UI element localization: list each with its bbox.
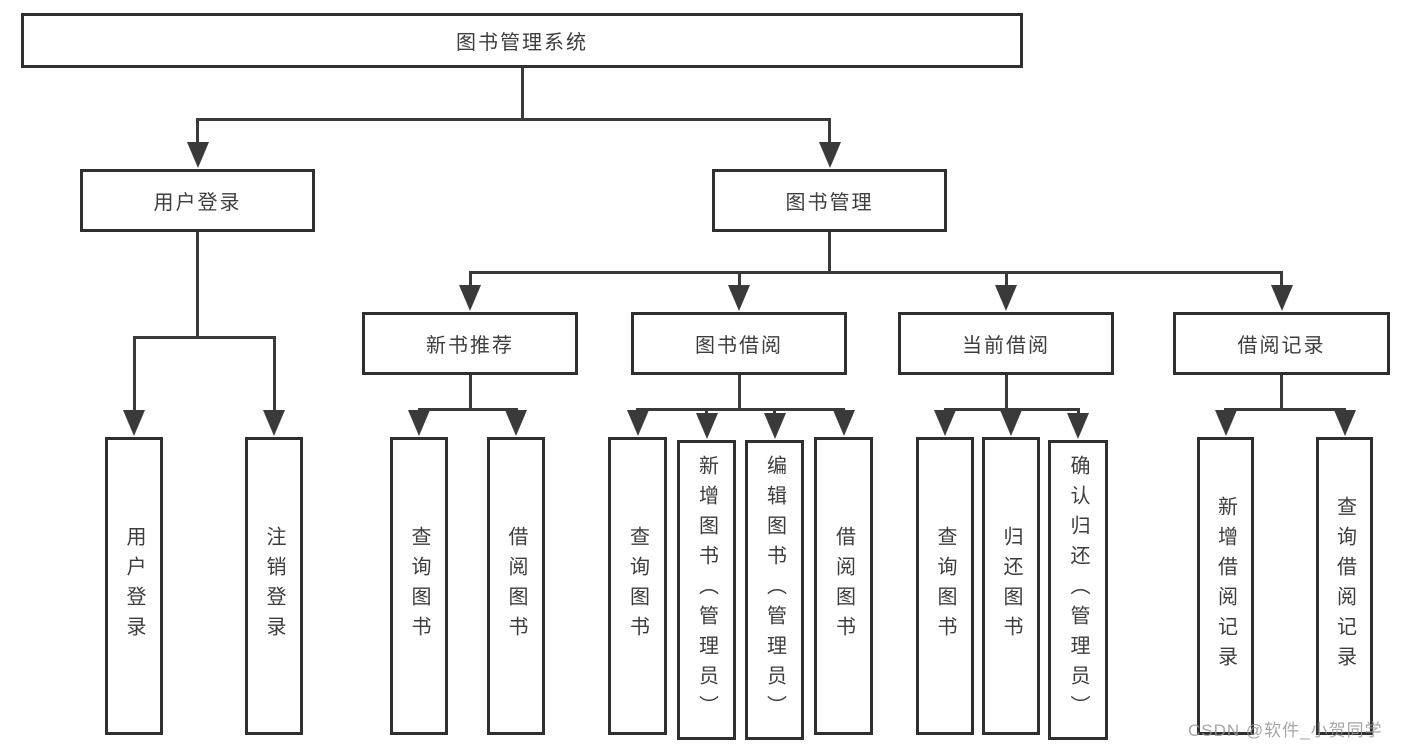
arrowhead-icon	[1000, 410, 1022, 436]
connector-line	[132, 336, 276, 339]
connector-line	[636, 408, 845, 411]
arrowhead-icon	[626, 410, 649, 436]
node-label: 查询图书	[934, 526, 956, 646]
arrowhead-icon	[459, 285, 481, 311]
arrowhead-icon	[1270, 285, 1293, 311]
node-borrow-records: 借阅记录	[1173, 312, 1390, 375]
arrowhead-icon	[1333, 410, 1356, 436]
arrowhead-icon	[408, 410, 430, 436]
node-label: 图书借阅	[695, 335, 783, 357]
node-current-borrow: 当前借阅	[898, 312, 1114, 375]
node-label: 查询图书	[626, 526, 649, 646]
arrowhead-icon	[1067, 413, 1089, 439]
node-user-login: 用户登录	[80, 169, 315, 232]
node-cb-confirm: 确认归还（管理员）	[1048, 440, 1108, 740]
node-label: 图书管理	[785, 192, 874, 214]
node-label: 借阅图书	[832, 526, 855, 646]
connector-line	[1280, 271, 1283, 289]
csdn-watermark: CSDN @软件_小贺同学	[1188, 721, 1383, 740]
connector-line	[737, 271, 741, 289]
arrowhead-icon	[995, 285, 1017, 311]
connector-line	[1280, 375, 1283, 411]
node-book-mgmt: 图书管理	[712, 169, 947, 232]
node-book-borrow: 图书借阅	[631, 312, 847, 375]
connector-line	[468, 271, 472, 289]
node-label: 借阅记录	[1237, 335, 1326, 357]
node-label: 查询借阅记录	[1333, 496, 1356, 676]
node-label: 查询图书	[408, 526, 430, 646]
arrowhead-icon	[728, 285, 750, 311]
node-label: 用户登录	[153, 192, 242, 214]
connector-line	[773, 408, 776, 417]
node-bb-borrow: 借阅图书	[814, 437, 873, 735]
arrowhead-icon	[263, 410, 285, 436]
node-new-book: 新书推荐	[362, 312, 578, 375]
connector-line	[196, 232, 199, 339]
node-label: 确认归还（管理员）	[1067, 455, 1089, 725]
connector-line	[1004, 271, 1008, 289]
connector-line	[737, 375, 741, 411]
arrowhead-icon	[832, 410, 855, 436]
node-cb-query: 查询图书	[916, 437, 974, 735]
arrowhead-icon	[1214, 410, 1237, 436]
node-br-add: 新增借阅记录	[1197, 437, 1254, 735]
node-label: 当前借阅	[962, 335, 1050, 357]
node-root: 图书管理系统	[21, 13, 1023, 68]
connector-line	[828, 118, 831, 146]
arrowhead-icon	[934, 410, 956, 436]
connector-line	[1004, 375, 1008, 411]
connector-line	[468, 375, 472, 411]
node-bb-add: 新增图书（管理员）	[677, 440, 736, 740]
arrowhead-icon	[186, 142, 209, 168]
node-label: 新书推荐	[426, 335, 514, 357]
node-label: 借阅图书	[505, 526, 527, 646]
connector-line	[1224, 408, 1346, 411]
connector-line	[520, 68, 524, 121]
node-bb-query: 查询图书	[608, 437, 667, 735]
node-label: 归还图书	[1000, 526, 1022, 646]
connector-line	[468, 271, 1283, 274]
arrowhead-icon	[695, 413, 718, 439]
node-label: 编辑图书（管理员）	[763, 455, 786, 725]
node-label: 新增图书（管理员）	[695, 455, 718, 725]
connector-line	[1076, 408, 1080, 417]
connector-line	[196, 118, 199, 146]
node-cb-return: 归还图书	[982, 437, 1040, 735]
node-ul-login: 用户登录	[105, 437, 163, 735]
node-nb-query: 查询图书	[390, 437, 448, 735]
arrowhead-icon	[123, 410, 145, 436]
node-label: 注销登录	[263, 526, 285, 646]
node-label: 图书管理系统	[456, 32, 588, 54]
arrowhead-icon	[505, 410, 527, 436]
node-br-query: 查询借阅记录	[1316, 437, 1373, 735]
connector-line	[196, 118, 831, 121]
connector-line	[705, 408, 708, 417]
connector-line	[272, 336, 276, 414]
node-bb-edit: 编辑图书（管理员）	[745, 440, 804, 740]
node-label: 新增借阅记录	[1214, 496, 1237, 676]
node-nb-borrow: 借阅图书	[487, 437, 545, 735]
connector-line	[828, 232, 831, 274]
connector-line	[132, 336, 136, 414]
arrowhead-icon	[818, 142, 841, 168]
arrowhead-icon	[763, 413, 786, 439]
node-label: 用户登录	[123, 526, 145, 646]
node-ul-logout: 注销登录	[245, 437, 303, 735]
connector-line	[417, 408, 518, 411]
